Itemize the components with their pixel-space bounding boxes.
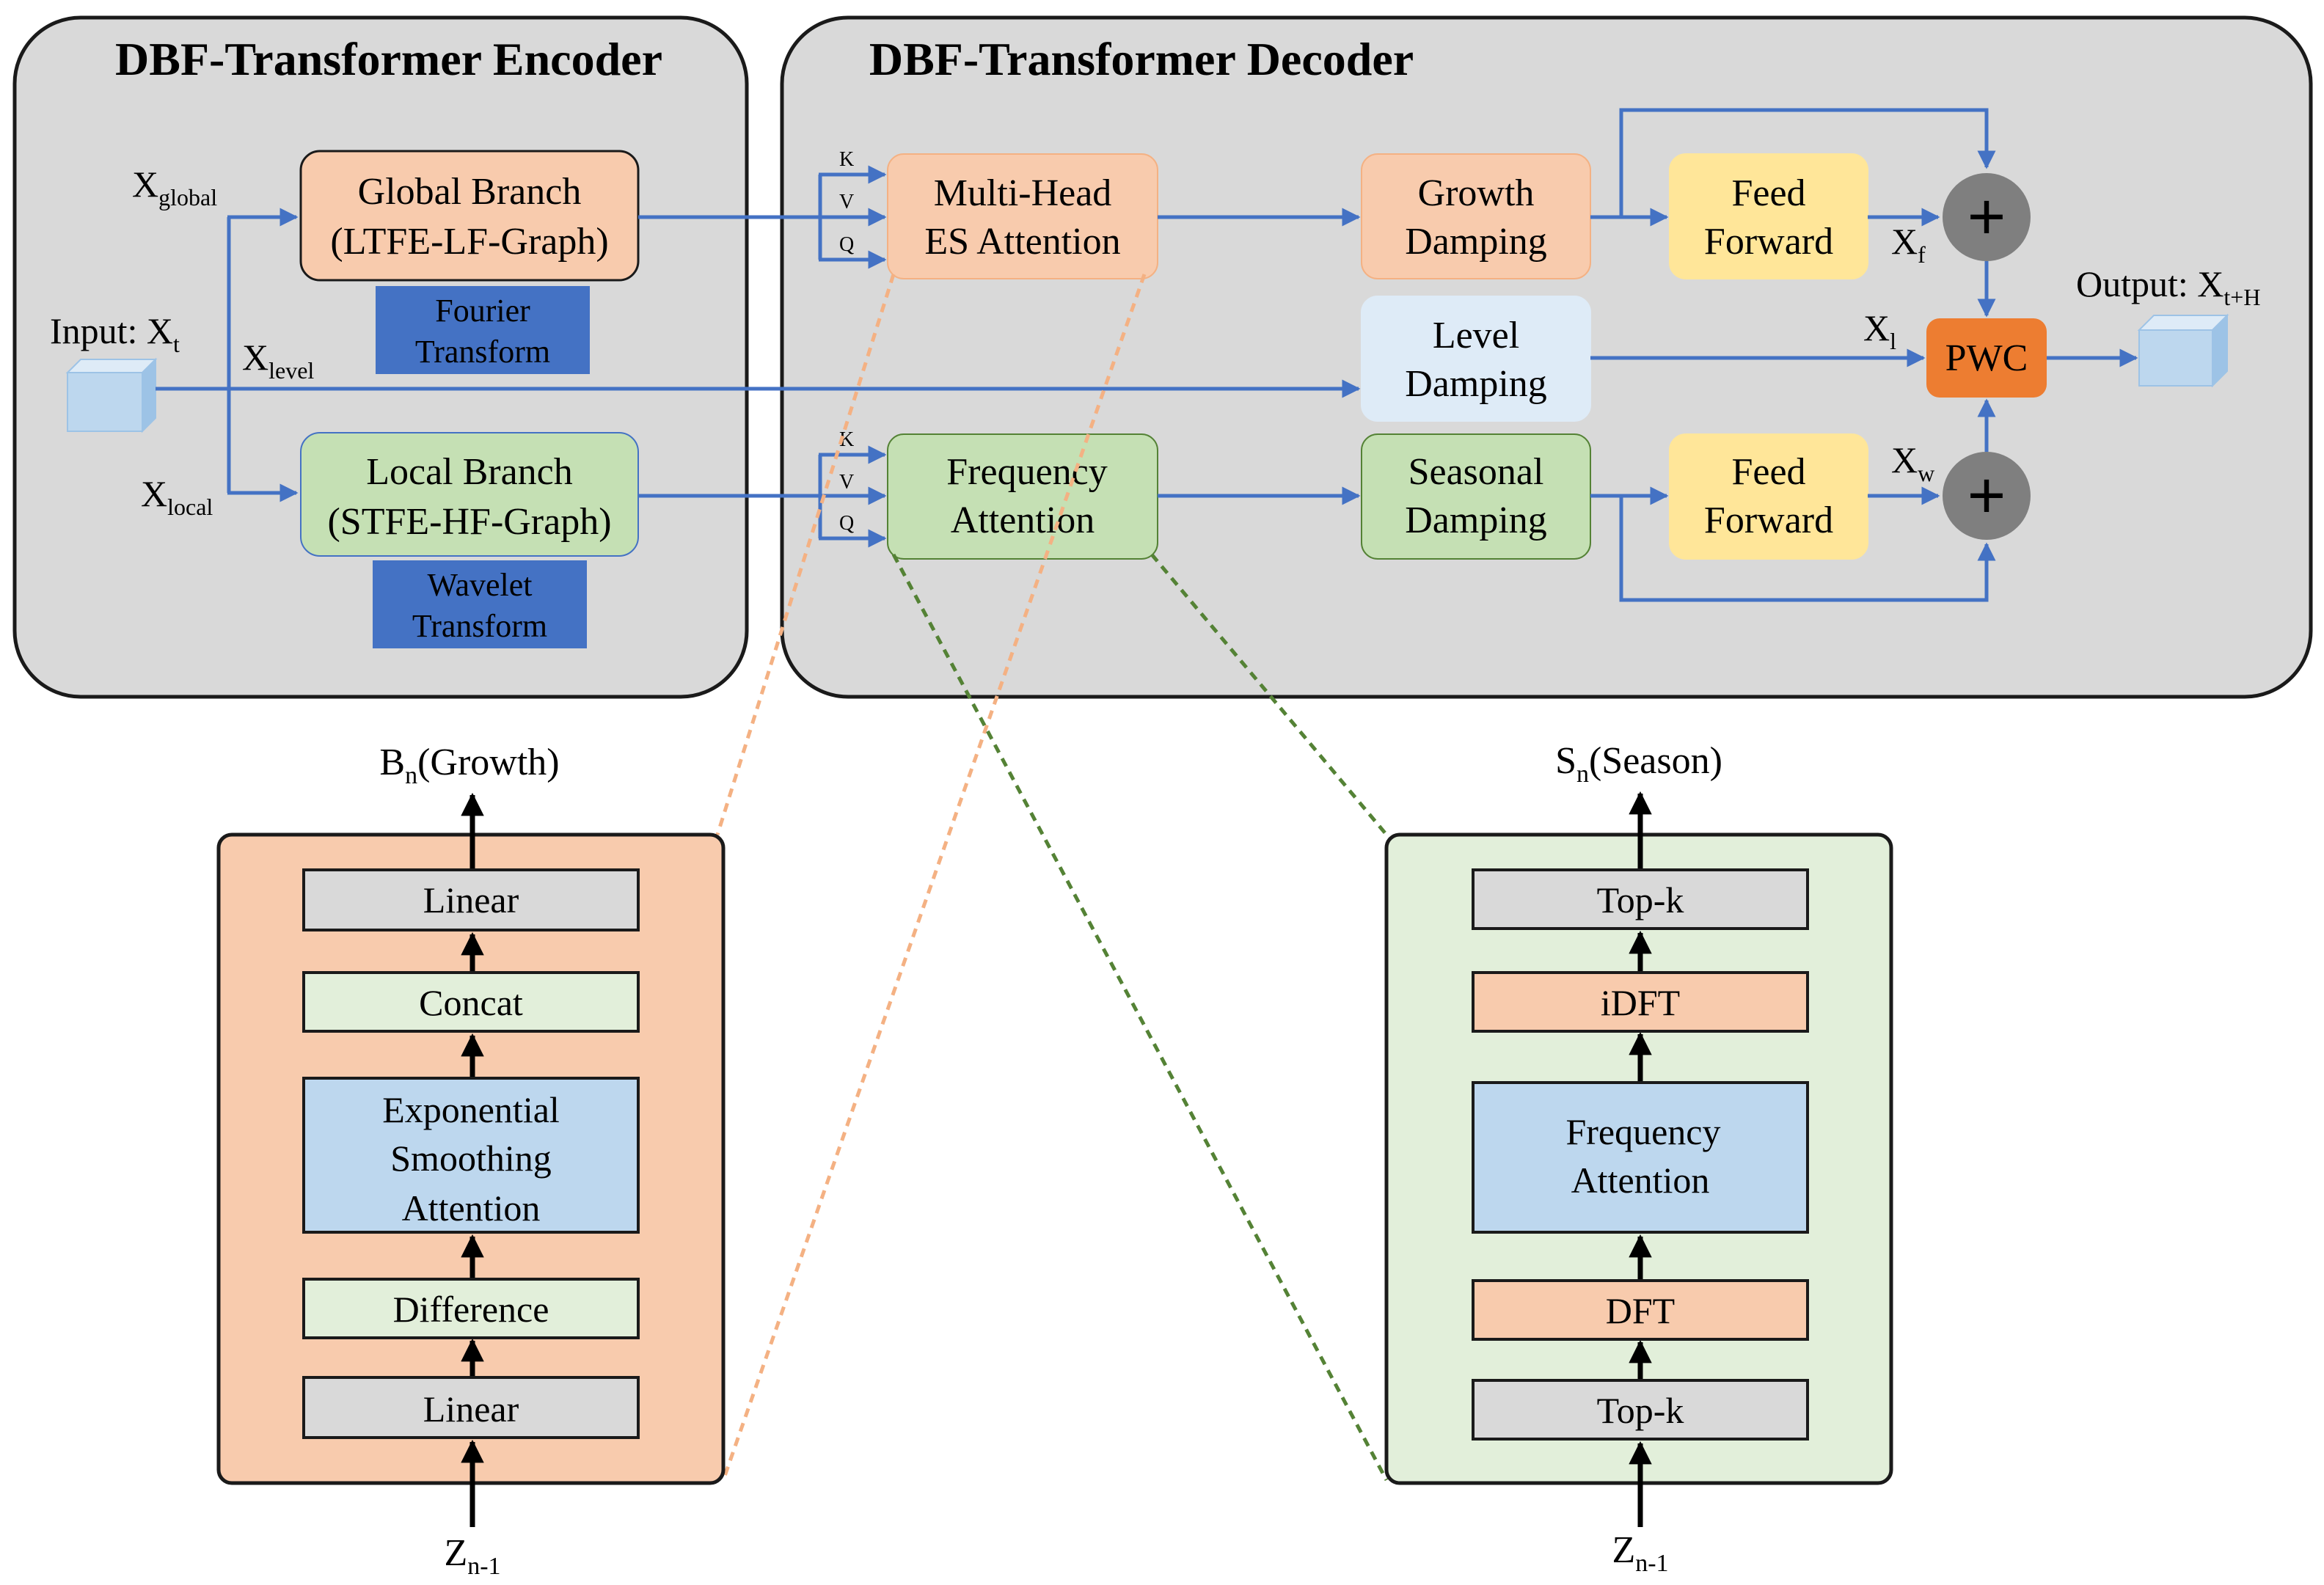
growth-esa-line2: Smoothing <box>390 1138 551 1179</box>
adder-bottom <box>1943 452 2031 540</box>
growth-concat-box <box>302 971 640 1033</box>
fourier-transform-box <box>376 286 590 374</box>
encoder-title: DBF-Transformer Encoder <box>115 33 662 85</box>
q-label-bottom: Q <box>839 512 854 535</box>
season-freq-att-box <box>1472 1081 1809 1234</box>
season-freq-att-line2: Attention <box>1571 1160 1710 1201</box>
output-label: Output: Xt+H <box>2076 263 2260 310</box>
fourier-line1: Fourier <box>435 293 530 329</box>
local-branch-line1: Local Branch <box>366 451 573 493</box>
growth-linear-bottom-box <box>302 1376 640 1439</box>
x-local-label: Xlocal <box>141 473 213 520</box>
growth-linear-top-label: Linear <box>423 879 519 920</box>
zoom-green-left <box>891 553 1389 1482</box>
seasonal-line2: Damping <box>1405 499 1547 541</box>
x-l-label: Xl <box>1863 307 1896 354</box>
pwc-label: PWC <box>1945 337 2028 379</box>
q-label-top: Q <box>839 233 854 256</box>
growth-linear-top-box <box>302 868 640 931</box>
wavelet-line2: Transform <box>412 608 547 644</box>
season-idft-label: iDFT <box>1601 982 1680 1023</box>
growth-detail-panel: Bn(Growth) Linear Concat Exponential Smo… <box>216 742 726 1580</box>
freq-att-line1: Frequency <box>946 451 1107 493</box>
growth-esa-box <box>302 1077 640 1234</box>
x-f-label: Xf <box>1891 221 1926 268</box>
decoder-panel: DBF-Transformer Decoder Multi-Head ES At… <box>780 15 2313 699</box>
connections <box>156 108 2138 602</box>
season-topk-top-label: Top-k <box>1597 879 1684 920</box>
growth-difference-label: Difference <box>393 1289 549 1330</box>
growth-difference-box <box>302 1278 640 1339</box>
growth-bottom-label: Zn-1 <box>444 1532 500 1580</box>
season-idft-box <box>1472 971 1809 1033</box>
seasonal-line1: Seasonal <box>1408 451 1544 493</box>
global-branch-line2: (LTFE-LF-Graph) <box>330 221 608 263</box>
wavelet-transform-box <box>373 560 587 648</box>
output-cube <box>2137 313 2229 388</box>
ff-bottom-line1: Feed <box>1731 451 1805 493</box>
skip-seasonal-adder <box>1619 496 1996 602</box>
v-label-bottom: V <box>839 471 854 494</box>
pwc-box <box>1926 318 2047 398</box>
mhes-line2: ES Attention <box>924 221 1120 263</box>
growth-esa-line3: Attention <box>402 1187 541 1229</box>
adder-top-plus: + <box>1967 180 2006 254</box>
season-freq-att-line1: Frequency <box>1565 1111 1720 1152</box>
local-branch-line2: (STFE-HF-Graph) <box>327 501 611 543</box>
growth-linear-bottom-label: Linear <box>423 1388 519 1430</box>
decoder-title: DBF-Transformer Decoder <box>869 33 1414 85</box>
growth-top-label: Bn(Growth) <box>379 742 559 789</box>
season-dft-label: DFT <box>1606 1290 1675 1331</box>
v-label-top: V <box>839 191 854 213</box>
ff-top-line1: Feed <box>1731 172 1805 214</box>
fourier-line2: Transform <box>415 334 550 370</box>
season-topk-top-box <box>1472 868 1809 930</box>
freq-att-line2: Attention <box>951 499 1095 541</box>
ff-top-line2: Forward <box>1704 221 1833 263</box>
level-line2: Damping <box>1405 363 1547 405</box>
zoom-orange-left <box>715 274 896 835</box>
adder-bottom-plus: + <box>1967 459 2006 532</box>
k-label-bottom: K <box>839 428 854 451</box>
input-cube <box>65 357 158 433</box>
season-bottom-label: Zn-1 <box>1612 1529 1668 1577</box>
skip-growth-adder <box>1619 108 1996 217</box>
ff-bottom-line2: Forward <box>1704 499 1833 541</box>
growth-concat-label: Concat <box>419 982 523 1023</box>
growth-line1: Growth <box>1418 172 1535 214</box>
growth-esa-line1: Exponential <box>382 1089 560 1130</box>
season-topk-bottom-label: Top-k <box>1597 1390 1684 1431</box>
level-line1: Level <box>1433 315 1519 356</box>
encoder-panel: DBF-Transformer Encoder Input: Xt Xgloba… <box>12 15 749 699</box>
x-w-label: Xw <box>1891 439 1934 486</box>
x-level-label: Xlevel <box>242 337 314 384</box>
k-label-top: K <box>839 148 854 171</box>
zoom-lines <box>715 274 1389 1482</box>
mhes-line1: Multi-Head <box>934 172 1112 214</box>
global-branch-line1: Global Branch <box>358 171 582 213</box>
season-detail-panel: Sn(Season) Top-k iDFT Frequency Attentio… <box>1384 740 1893 1577</box>
x-global-label: Xglobal <box>132 164 217 211</box>
input-label: Input: Xt <box>50 310 180 357</box>
wavelet-line1: Wavelet <box>427 567 532 603</box>
season-top-label: Sn(Season) <box>1555 740 1722 788</box>
adder-top <box>1943 173 2031 261</box>
season-topk-bottom-box <box>1472 1379 1809 1441</box>
season-dft-box <box>1472 1279 1809 1341</box>
growth-line2: Damping <box>1405 221 1547 263</box>
zoom-orange-right <box>721 274 1147 1481</box>
